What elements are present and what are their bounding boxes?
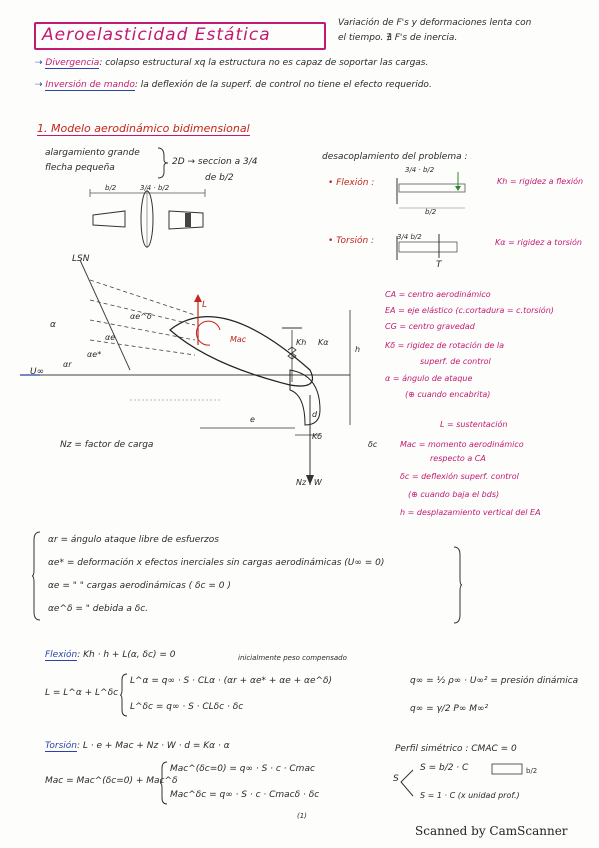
uinf-label: U∞: [30, 367, 45, 377]
kh-definition: Kh = rigidez a flexión: [497, 177, 584, 186]
inversion-text: : la deflexión de la superf. de control …: [134, 80, 432, 90]
q-mach: q∞ = γ/2 P∞ M∞²: [410, 704, 489, 714]
divergencia-term: Divergencia: [45, 58, 100, 69]
section-rect-icon: b/2: [491, 763, 537, 775]
section-heading: 1. Modelo aerodinámico bidimensional: [37, 122, 250, 136]
legend-kd-1: Kδ = rigidez de rotación de la: [385, 341, 505, 350]
b2-label-2: 3/4 · b/2: [140, 184, 170, 192]
alargamiento-text: alargamiento grande: [45, 148, 140, 158]
torsion-beam-sketch: [396, 234, 458, 260]
flexion-bottom-label: b/2: [425, 208, 437, 216]
legend-mac-1: Mac = momento aerodinámico: [400, 440, 524, 449]
e-label: e: [250, 415, 255, 424]
d-label: d: [312, 410, 318, 419]
model-2d-text: 2D → seccion a 3/4: [172, 157, 258, 167]
desacoplamiento-text: desacoplamiento del problema :: [322, 152, 468, 162]
flexion-eq-line: Flexión: Kh · h + L(α, δc) = 0: [45, 650, 176, 661]
de-b2-text: de b/2: [205, 173, 234, 183]
legend-dc-2: (⊕ cuando baja el bds): [408, 490, 500, 499]
legend-ca: CA = centro aerodinámico: [385, 290, 491, 299]
divergencia-line: ⇢ Divergencia: colapso estructural xq la…: [35, 58, 429, 69]
scanner-watermark: Scanned by CamScanner: [415, 824, 568, 838]
svg-text:b/2: b/2: [526, 767, 537, 775]
L-delta: L^δc = q∞ · S · CLδc · δc: [130, 702, 244, 712]
mac-sum: Mac = Mac^(δc=0) + Mac^δ: [45, 776, 178, 786]
flecha-text: flecha pequeña: [45, 163, 115, 173]
brace-icon: [157, 147, 169, 179]
arrow-icon: ⇢: [35, 58, 46, 68]
def-ar: αr = ángulo ataque libre de esfuerzos: [48, 535, 219, 545]
legend-mac-2: respecto a CA: [430, 454, 486, 463]
lift-label: L: [202, 300, 208, 310]
inversion-line: ⇢ Inversión de mando: la deflexión de la…: [35, 80, 432, 91]
header-note-1: Variación de F's y deformaciones lenta c…: [338, 18, 532, 28]
airfoil-diagram: [20, 259, 351, 485]
alpha-e-delta-label: αe^δ: [130, 312, 152, 321]
s-eq-1: S = b/2 · C: [420, 763, 469, 773]
flexion-beam-sketch: [396, 172, 466, 209]
q-dynamic: q∞ = ½ ρ∞ · U∞² = presión dinámica: [410, 676, 579, 686]
section-1-title: 1. Modelo aerodinámico bidimensional: [37, 122, 250, 136]
legend-h: h = desplazamiento vertical del EA: [400, 508, 541, 517]
legend-ea: EA = eje elástico (c.cortadura = c.torsi…: [385, 306, 554, 315]
legend-cg: CG = centro gravedad: [385, 322, 475, 331]
arrow-icon: ⇢: [35, 80, 46, 90]
inversion-term: Inversión de mando: [45, 80, 135, 91]
mac-eq-1: Mac^(δc=0) = q∞ · S · c · Cmac: [170, 764, 315, 774]
left-brace-icon: [32, 531, 41, 621]
s-symbol: S: [393, 774, 399, 784]
nz-definition: Nz = factor de carga: [60, 440, 154, 450]
flexion-eq-label: Flexión: [45, 650, 78, 661]
ka-definition: Kα = rigidez a torsión: [495, 238, 582, 247]
alpha-e-label: αe: [105, 333, 116, 342]
title-box: Aeroelasticidad Estática: [34, 22, 326, 50]
torsion-top-label: 3/4 b/2: [397, 233, 422, 241]
perfil-simetrico: Perfil simétrico : CMAC = 0: [395, 744, 517, 754]
legend-dc-1: δc = deflexión superf. control: [400, 472, 519, 481]
legend-alpha: α = ángulo de ataque: [385, 374, 473, 383]
legend-alpha-2: (⊕ cuando encabrita): [405, 390, 491, 399]
nzw-label: Nz · W: [296, 478, 322, 487]
def-ae-delta: αe^δ = " debida a δc.: [48, 604, 149, 614]
right-brace-icon: [453, 546, 462, 624]
alpha-r-label: αr: [63, 360, 72, 369]
ka-label: Kα: [318, 338, 329, 347]
alpha-e-star-label: αe*: [87, 350, 102, 359]
L-sum: L = L^α + L^δc: [45, 688, 119, 698]
b2-label: b/2: [105, 184, 117, 192]
kd-label: Kδ: [312, 432, 323, 441]
mac-brace-icon: [160, 761, 168, 805]
h-label: h: [355, 345, 361, 354]
L-brace-icon: [120, 673, 128, 717]
divergencia-text: : colapso estructural xq la estructura n…: [99, 58, 429, 68]
wing-planform-sketch: [89, 189, 206, 248]
flexion-eq: : Kh · h + L(α, δc) = 0: [77, 650, 176, 660]
L-alpha: L^α = q∞ · S · CLα · (αr + αe* + αe + αe…: [130, 676, 333, 686]
mac-label: Mac: [230, 335, 247, 344]
alpha-label: α: [50, 320, 56, 330]
torsion-T-label: T: [436, 260, 442, 270]
torsion-eq-line: Torsión: L · e + Mac + Nz · W · d = Kα ·…: [45, 741, 230, 752]
torsion-eq-label: Torsión: [45, 741, 77, 752]
flexion-top-label: 3/4 · b/2: [405, 166, 435, 174]
kh-label: Kh: [296, 338, 307, 347]
lsn-label: LSN: [72, 254, 90, 264]
page-number: (1): [297, 812, 307, 820]
dc-label: δc: [368, 440, 378, 449]
legend-L: L = sustentación: [440, 420, 508, 429]
s-fork-icon: [400, 769, 414, 797]
def-ae: αe = " " cargas aerodinámicas ( δc = 0 ): [48, 581, 231, 591]
header-note-2: el tiempo. ∄ F's de inercia.: [338, 33, 458, 43]
torsion-label: • Torsión :: [328, 236, 375, 246]
mac-eq-2: Mac^δc = q∞ · S · c · Cmacδ · δc: [170, 790, 320, 800]
legend-kd-2: superf. de control: [420, 357, 491, 366]
s-eq-2: S = 1 · C (x unidad prof.): [420, 791, 520, 800]
torsion-eq: : L · e + Mac + Nz · W · d = Kα · α: [77, 741, 230, 751]
page-title: Aeroelasticidad Estática: [42, 25, 271, 45]
def-ae-star: αe* = deformación x efectos inerciales s…: [48, 558, 385, 568]
flexion-note: inicialmente peso compensado: [238, 654, 347, 662]
flexion-label: • Flexión :: [328, 178, 375, 188]
